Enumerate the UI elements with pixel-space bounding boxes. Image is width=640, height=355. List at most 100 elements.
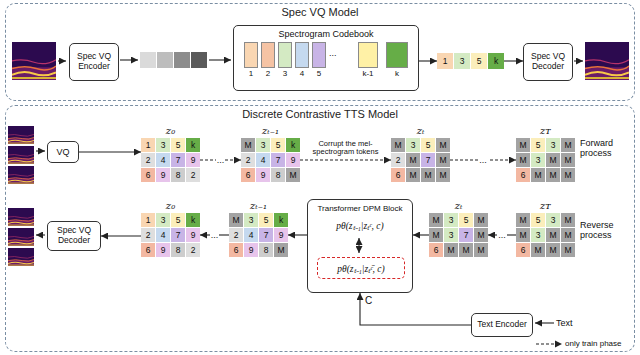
token-cell: M [474, 243, 488, 257]
node-text: 7 [426, 156, 431, 165]
token-grid: zₜ₋₁M35k2479698M [241, 125, 300, 182]
node-text: 4 [161, 231, 166, 240]
token-cell: 1 [437, 53, 453, 69]
codebook-bar-fill [295, 42, 309, 68]
token-cell: 5 [531, 213, 545, 227]
codebook-bar-fill [312, 42, 326, 68]
token-grid: zᴛM53MM3MM6MMM [516, 200, 575, 257]
token-cell: 6 [141, 168, 155, 182]
ellipsis: ... [329, 48, 337, 58]
node-text: M [277, 246, 284, 255]
token-cell: 3 [406, 138, 420, 152]
connector [300, 159, 391, 160]
token-cell: 5 [259, 213, 273, 227]
token-cell: M [516, 213, 530, 227]
connector [504, 60, 523, 61]
node-text: M [519, 156, 526, 165]
node-text: k-1 [358, 69, 378, 79]
token-grid-cells: M35k2479698M [229, 213, 288, 257]
token-grid: z₀135k24796982 [141, 200, 200, 257]
token-cell: 9 [256, 168, 270, 182]
node-text: M [424, 171, 431, 180]
node-text: zₜ [391, 125, 450, 137]
node-text: 1 [443, 57, 448, 66]
node-text: 5 [536, 216, 541, 225]
node-text: k [191, 141, 195, 150]
arrow-head [555, 340, 562, 347]
node-text: 9 [249, 246, 254, 255]
process-box: Spec VQ Decoder [523, 43, 573, 81]
connector [288, 234, 307, 235]
token-grid-cells: M53MM3MM6MMM [516, 213, 575, 257]
token-grid-cells: 135k24796982 [141, 213, 200, 257]
token-cell: M [546, 243, 560, 257]
token-cell: 7 [421, 153, 435, 167]
token-cell: 7 [271, 153, 285, 167]
spectrogram-image [8, 228, 34, 246]
node-text: 3 [449, 231, 454, 240]
node-text: 2 [396, 156, 401, 165]
token-cell: 9 [186, 228, 200, 242]
node-text: zₜ₋₁ [229, 200, 288, 212]
node-text: zₜ₋₁ [241, 125, 300, 137]
token-cell: 3 [244, 213, 258, 227]
token-cell: 8 [171, 243, 185, 257]
codebook-box: Spectrogram Codebook12345k-1k [233, 25, 419, 91]
token-cell: M [274, 243, 288, 257]
node-text: zᴛ [516, 200, 575, 212]
node-text: 3 [460, 57, 465, 66]
token-cell: M [561, 138, 575, 152]
node-text: M [447, 246, 454, 255]
node-text: 5 [464, 216, 469, 225]
token-grid-cells: 135k24796982 [141, 138, 200, 182]
spectrogram-image [585, 42, 629, 80]
node-text: M [477, 231, 484, 240]
token-cell: 3 [546, 213, 560, 227]
node-text: 2 [146, 156, 151, 165]
node-text: M [564, 216, 571, 225]
node-text: 9 [161, 246, 166, 255]
node-text: M [289, 171, 296, 180]
token-cell: 8 [271, 168, 285, 182]
edge-label: ... [210, 231, 220, 240]
codebook-entry: 2 [261, 42, 275, 82]
node-text: 4 [295, 69, 309, 79]
token-cell: 1 [141, 138, 155, 152]
edge-label: ... [478, 156, 488, 165]
token-cell: 6 [141, 243, 155, 257]
codebook-bar-fill [358, 42, 378, 68]
equivalence-arrow [358, 238, 359, 253]
token-cell: 4 [256, 153, 270, 167]
node-text: 7 [176, 156, 181, 165]
token-cell: M [516, 228, 530, 242]
token-cell: 6 [516, 168, 530, 182]
token-cell: M [241, 138, 255, 152]
latent-token [140, 52, 156, 68]
token-cell: M [516, 153, 530, 167]
token-cell: 7 [171, 228, 185, 242]
connector [360, 293, 471, 325]
node-text: M [534, 171, 541, 180]
node-text: 4 [161, 156, 166, 165]
node-text: M [439, 141, 446, 150]
dashed-arrow-line [536, 343, 556, 344]
token-cell: k [186, 213, 200, 227]
token-cell: M [561, 153, 575, 167]
node-text: M [432, 231, 439, 240]
node-text: 3 [449, 216, 454, 225]
node-text: 7 [176, 231, 181, 240]
token-cell: M [436, 168, 450, 182]
flow-arrow [120, 59, 138, 60]
node-text: Spec VQ Decoder [527, 52, 569, 72]
flow-arrow [574, 60, 583, 61]
node-text: 9 [279, 231, 284, 240]
node-text: M [564, 156, 571, 165]
node-text: Transformer DPM Block [311, 204, 409, 213]
token-grid: zᴛM53MM3MM6MMM [516, 125, 575, 182]
node-text: M [409, 156, 416, 165]
token-cell: M [531, 243, 545, 257]
connector [101, 235, 141, 236]
token-cell: k [488, 53, 504, 69]
spectrogram-image [8, 166, 34, 184]
